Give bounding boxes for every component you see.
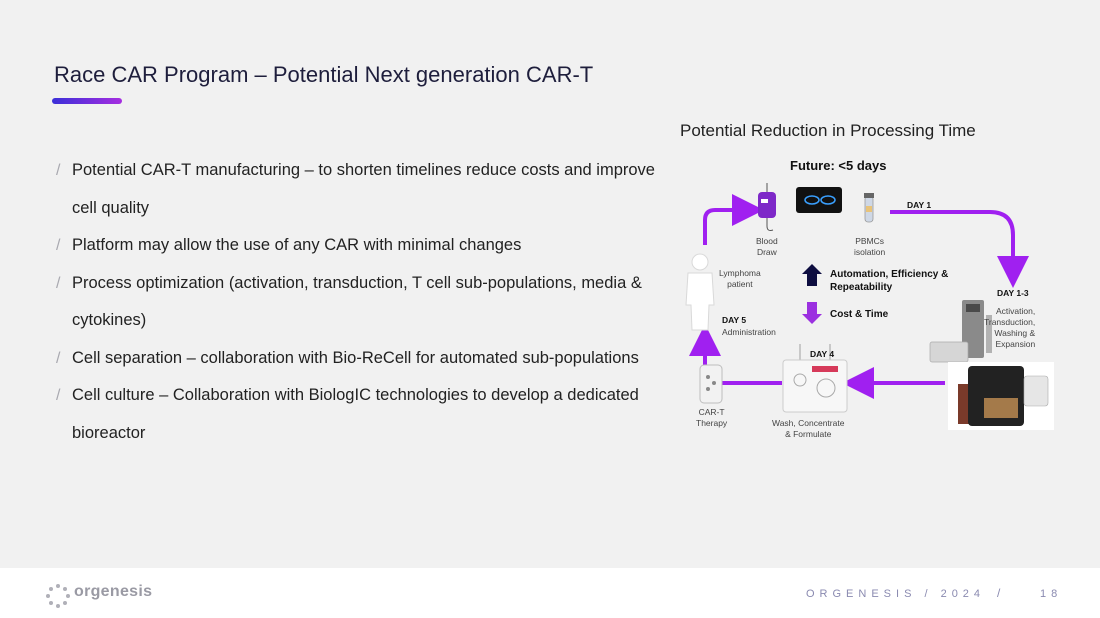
cart-bag-icon xyxy=(699,364,723,404)
flow-arrow-to-blood-draw xyxy=(703,194,764,245)
bullet-text: Platform may allow the use of any CAR wi… xyxy=(72,236,522,254)
day13-label: DAY 1-3 xyxy=(997,288,1029,298)
process-diagram xyxy=(685,183,1054,430)
centrifuge-icon xyxy=(796,187,842,213)
footer-text: ORGENESIS / 2024 xyxy=(806,588,986,600)
day4-label: DAY 4 xyxy=(810,349,835,359)
bullet-item: / Process optimization (activation, tran… xyxy=(56,265,676,340)
up-arrow-icon xyxy=(802,264,822,286)
bullet-text: Process optimization (activation, transd… xyxy=(72,273,642,330)
diagram-heading: Potential Reduction in Processing Time xyxy=(680,121,976,140)
bioreactor-equipment-icon xyxy=(929,300,992,363)
bioreactor-photo xyxy=(948,362,1054,430)
blood-bag-icon xyxy=(758,183,776,231)
bullet-marker: / xyxy=(56,162,61,179)
bullet-item: / Cell culture – Collaboration with Biol… xyxy=(56,377,676,452)
bullet-item: / Potential CAR-T manufacturing – to sho… xyxy=(56,152,676,227)
bullet-marker: / xyxy=(56,237,61,254)
bullet-marker: / xyxy=(56,349,61,367)
activation-label: Activation, Transduction, Washing & Expa… xyxy=(984,306,1036,349)
patient-figure-icon xyxy=(685,253,715,331)
footer xyxy=(0,568,1100,618)
bullet-item: / Platform may allow the use of any CAR … xyxy=(56,227,676,265)
footer-logo-text: orgenesis xyxy=(74,583,153,600)
flow-arrow-to-activation xyxy=(890,210,1029,288)
day5-label: DAY 5 xyxy=(722,315,747,325)
bullet-marker: / xyxy=(56,387,61,404)
future-label: Future: <5 days xyxy=(790,158,887,173)
bullet-text: Cell separation – collaboration with Bio… xyxy=(72,348,639,367)
page-number: 18 xyxy=(1040,588,1063,600)
slide: Race CAR Program – Potential Next genera… xyxy=(52,62,1054,452)
footer-slash: / xyxy=(997,586,1001,600)
down-arrow-icon xyxy=(802,302,822,324)
wash-label: Wash, Concentrate& Formulate xyxy=(772,418,845,439)
benefit-down-label: Cost & Time xyxy=(830,309,889,320)
bullet-list: / Potential CAR-T manufacturing – to sho… xyxy=(56,152,676,452)
slide-title: Race CAR Program – Potential Next genera… xyxy=(54,62,594,87)
administration-label: Administration xyxy=(722,327,776,337)
title-underline xyxy=(52,98,122,104)
bullet-text: Potential CAR-T manufacturing – to short… xyxy=(72,161,655,217)
benefit-up-label: Automation, Efficiency &Repeatability xyxy=(830,269,949,293)
bullet-text: Cell culture – Collaboration with Biolog… xyxy=(72,386,639,442)
bullet-marker: / xyxy=(56,274,61,292)
wash-device-icon xyxy=(782,344,848,413)
day1-label: DAY 1 xyxy=(907,200,932,210)
bullet-item: / Cell separation – collaboration with B… xyxy=(56,340,676,378)
pbmc-tube-icon xyxy=(864,193,874,223)
orgenesis-logo-icon xyxy=(46,584,70,608)
